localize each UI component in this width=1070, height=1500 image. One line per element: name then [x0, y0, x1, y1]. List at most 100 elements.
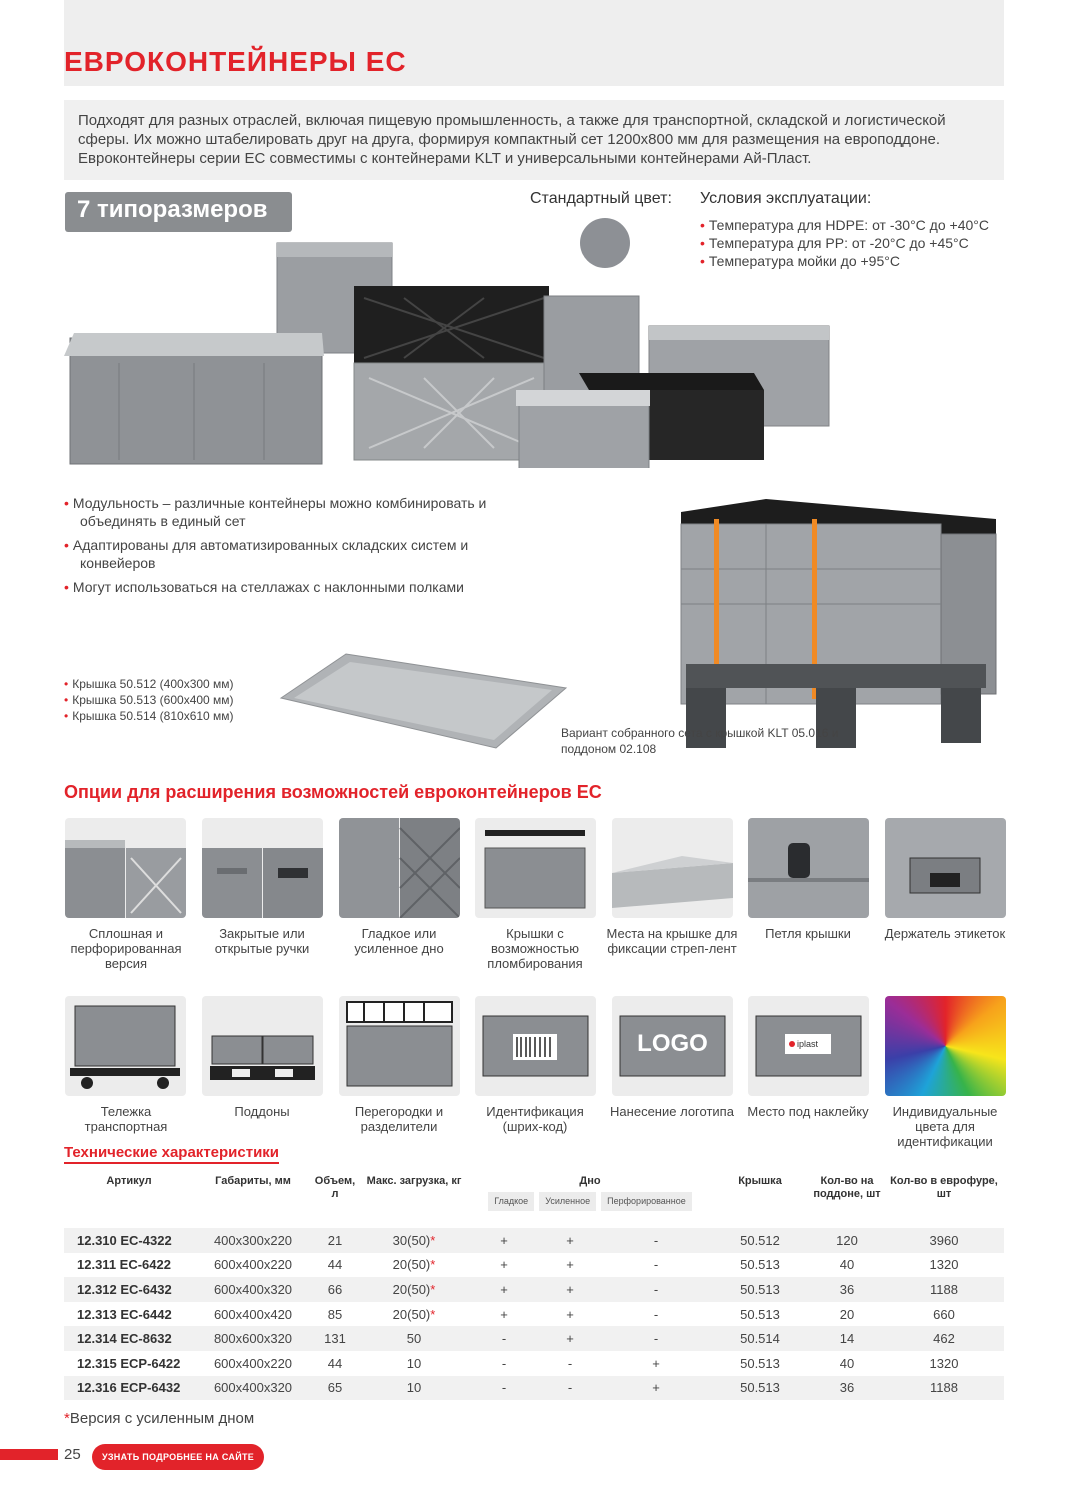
option-color-swirl [885, 996, 1006, 1096]
cell-value: 462 [933, 1331, 955, 1347]
intro-text: Подходят для разных отраслей, включая пи… [78, 112, 946, 167]
cell-r: + [538, 1302, 602, 1327]
cell-value: 30(50) [392, 1232, 431, 1248]
features-list: Модульность – различные контейнеры можно… [64, 494, 534, 602]
cell-value: - [501, 1380, 507, 1396]
cell-value: 14 [839, 1331, 855, 1347]
lid-image [279, 653, 568, 749]
cell-s: - [470, 1375, 538, 1401]
cell-value: 50.513 [740, 1257, 780, 1273]
th-dims: Габариты, мм [215, 1175, 291, 1187]
cell-load: 10 [358, 1351, 470, 1376]
cell-value: + [566, 1306, 574, 1322]
footer-red-bar [0, 1449, 58, 1460]
cell-dims: 600x400x220 [194, 1253, 312, 1278]
cell-truck: 1320 [884, 1253, 1004, 1278]
cell-value: 12.316 ECP-6432 [77, 1380, 181, 1396]
option-pallets [202, 996, 323, 1096]
lids-list: Крышка 50.512 (400х300 мм) Крышка 50.513… [64, 676, 233, 724]
cell-p: + [602, 1351, 710, 1376]
cell-value: - [653, 1306, 659, 1322]
cell-value: 1188 [930, 1380, 958, 1396]
cell-value: 65 [327, 1380, 343, 1396]
cell-art: 12.314 EC-8632 [64, 1326, 194, 1351]
cell-value: 20(50) [392, 1306, 431, 1322]
cell-value: 10 [406, 1355, 422, 1371]
th-lid: Крышка [738, 1175, 782, 1187]
sizes-badge: 7 типоразмеров [65, 192, 292, 232]
cell-value: 1320 [929, 1355, 959, 1371]
option-sticker: iplast [748, 996, 869, 1096]
cell-value: 12.315 ECP-6422 [77, 1355, 181, 1371]
cell-truck: 3960 [884, 1228, 1004, 1253]
th-bottom-title: Дно [579, 1175, 601, 1187]
cell-value: 40 [839, 1355, 855, 1371]
website-button[interactable]: УЗНАТЬ ПОДРОБНЕЕ НА САЙТЕ [92, 1444, 264, 1470]
containers-product-image [64, 242, 830, 468]
th-volume: Объем, л [314, 1175, 356, 1200]
cell-value: 50.513 [740, 1355, 780, 1371]
reinforced-star: * [430, 1306, 436, 1322]
cell-value: 12.313 EC-6442 [77, 1306, 172, 1322]
cell-p: - [602, 1277, 710, 1302]
cell-lid: 50.513 [710, 1277, 810, 1302]
option-label-holder [885, 818, 1006, 918]
cell-truck: 1188 [884, 1277, 1004, 1302]
cell-value: 50 [406, 1331, 422, 1347]
cell-value: 44 [327, 1257, 343, 1273]
cell-art: 12.312 EC-6432 [64, 1277, 194, 1302]
footnote-star: * [64, 1410, 70, 1427]
cell-value: - [501, 1331, 507, 1347]
option-barcode [475, 996, 596, 1096]
cell-value: + [500, 1257, 508, 1273]
cell-value: + [566, 1281, 574, 1297]
th-load: Макс. загрузка, кг [366, 1175, 462, 1187]
option-lid-hinge [748, 818, 869, 918]
option-label: Закрытые или открытые ручки [214, 926, 310, 956]
cell-pal: 40 [810, 1253, 884, 1278]
page-number: 25 [64, 1446, 81, 1463]
cell-value: 600x400x220 [213, 1257, 293, 1273]
cell-value: + [500, 1232, 508, 1248]
cell-s: - [470, 1351, 538, 1376]
cell-value: 131 [324, 1331, 346, 1347]
cell-p: - [602, 1302, 710, 1327]
option-label: Тележка транспортная [84, 1104, 168, 1134]
set-caption: Вариант собранного сета с крышкой KLT 05… [561, 726, 839, 756]
cell-value: + [566, 1331, 574, 1347]
cell-truck: 660 [884, 1302, 1004, 1327]
cell-art: 12.313 EC-6442 [64, 1302, 194, 1327]
cell-pal: 40 [810, 1351, 884, 1376]
cell-dims: 600x400x220 [194, 1351, 312, 1376]
option-handles [202, 818, 323, 918]
feature-item: Модульность – различные контейнеры можно… [64, 494, 534, 530]
cell-load: 10 [358, 1375, 470, 1401]
cell-value: - [653, 1257, 659, 1273]
cell-vol: 44 [312, 1351, 358, 1376]
options-title: Опции для расширения возможностей евроко… [64, 782, 602, 802]
cell-value: + [500, 1306, 508, 1322]
option-label: Гладкое или усиленное дно [354, 926, 444, 956]
cell-s: + [470, 1302, 538, 1327]
logo-text: LOGO [637, 1030, 708, 1057]
option-label: Перегородки и разделители [354, 1104, 444, 1134]
cell-value: + [566, 1257, 574, 1273]
reinforced-star: * [430, 1257, 436, 1273]
cell-value: 20(50) [392, 1281, 431, 1297]
th-article: Артикул [106, 1175, 152, 1187]
option-logo: LOGO [612, 996, 733, 1096]
cell-value: 12.314 EC-8632 [77, 1331, 172, 1347]
lid-item: Крышка 50.513 (600х400 мм) [64, 692, 233, 708]
cell-value: 66 [327, 1281, 343, 1297]
cell-value: 1188 [930, 1281, 958, 1297]
feature-item: Адаптированы для автоматизированных скла… [64, 536, 534, 572]
cell-truck: 1188 [884, 1375, 1004, 1401]
cell-p: - [602, 1228, 710, 1253]
cell-s: + [470, 1253, 538, 1278]
option-strap-places [612, 818, 733, 918]
